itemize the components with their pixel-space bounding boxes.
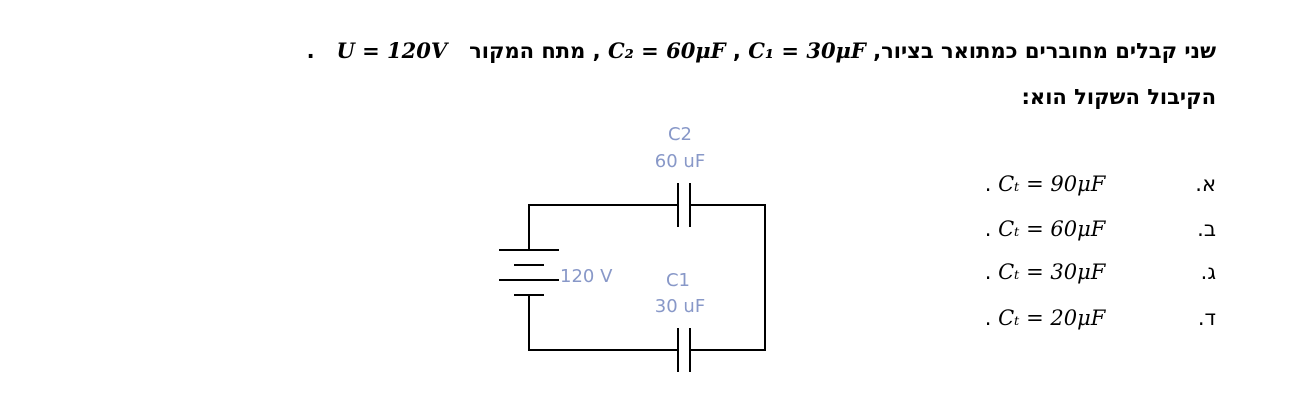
option-expression: Cₜ = 30μF — [998, 260, 1106, 284]
battery-value-label: 120 V — [560, 266, 613, 287]
option-d: ד. Cₜ = 20μF . — [985, 306, 1216, 336]
option-expression: Cₜ = 60μF — [998, 217, 1106, 241]
option-dot: . — [984, 217, 992, 241]
circuit-wires — [528, 204, 766, 351]
c2-name-label: C2 — [668, 124, 692, 145]
question-line-1: שני קבלים מחוברים כמתואר בציור, C₁ = 30μ… — [307, 38, 1216, 63]
capacitor-c1-symbol — [677, 328, 691, 372]
option-dot: . — [984, 172, 992, 196]
question-line-2: הקיבול השקול הוא: — [1021, 85, 1216, 109]
c1-name-label: C1 — [666, 270, 690, 291]
option-dot: . — [984, 306, 992, 330]
option-expression: Cₜ = 90μF — [998, 172, 1106, 196]
option-a: א. Cₜ = 90μF . — [985, 172, 1216, 202]
option-dot: . — [984, 260, 992, 284]
option-letter: ד. — [1197, 306, 1216, 330]
separator: , — [585, 39, 601, 63]
end-dot: . — [306, 39, 315, 63]
capacitor-c2-symbol — [677, 183, 691, 227]
separator: , — [725, 39, 741, 63]
c2-equation: C₂ = 60μF — [607, 38, 726, 63]
wire-bottom-left — [528, 295, 678, 351]
c1-equation: C₁ = 30μF — [748, 38, 866, 63]
u-equation: U = 120V — [336, 38, 448, 63]
option-b: ב. Cₜ = 60μF . — [985, 217, 1216, 247]
option-letter: ג. — [1200, 260, 1216, 284]
wire-top-left — [528, 204, 678, 250]
wire-right — [690, 204, 766, 351]
c2-value-label: 60 uF — [655, 151, 705, 172]
option-expression: Cₜ = 20μF — [998, 306, 1106, 330]
battery-symbol — [499, 249, 559, 296]
question-intro: שני קבלים מחוברים כמתואר בציור, — [873, 39, 1216, 63]
option-letter: א. — [1195, 172, 1216, 196]
c1-value-label: 30 uF — [655, 296, 705, 317]
source-voltage-label: מתח המקור — [469, 39, 586, 63]
option-c: ג. Cₜ = 30μF . — [985, 260, 1216, 290]
option-letter: ב. — [1197, 217, 1216, 241]
